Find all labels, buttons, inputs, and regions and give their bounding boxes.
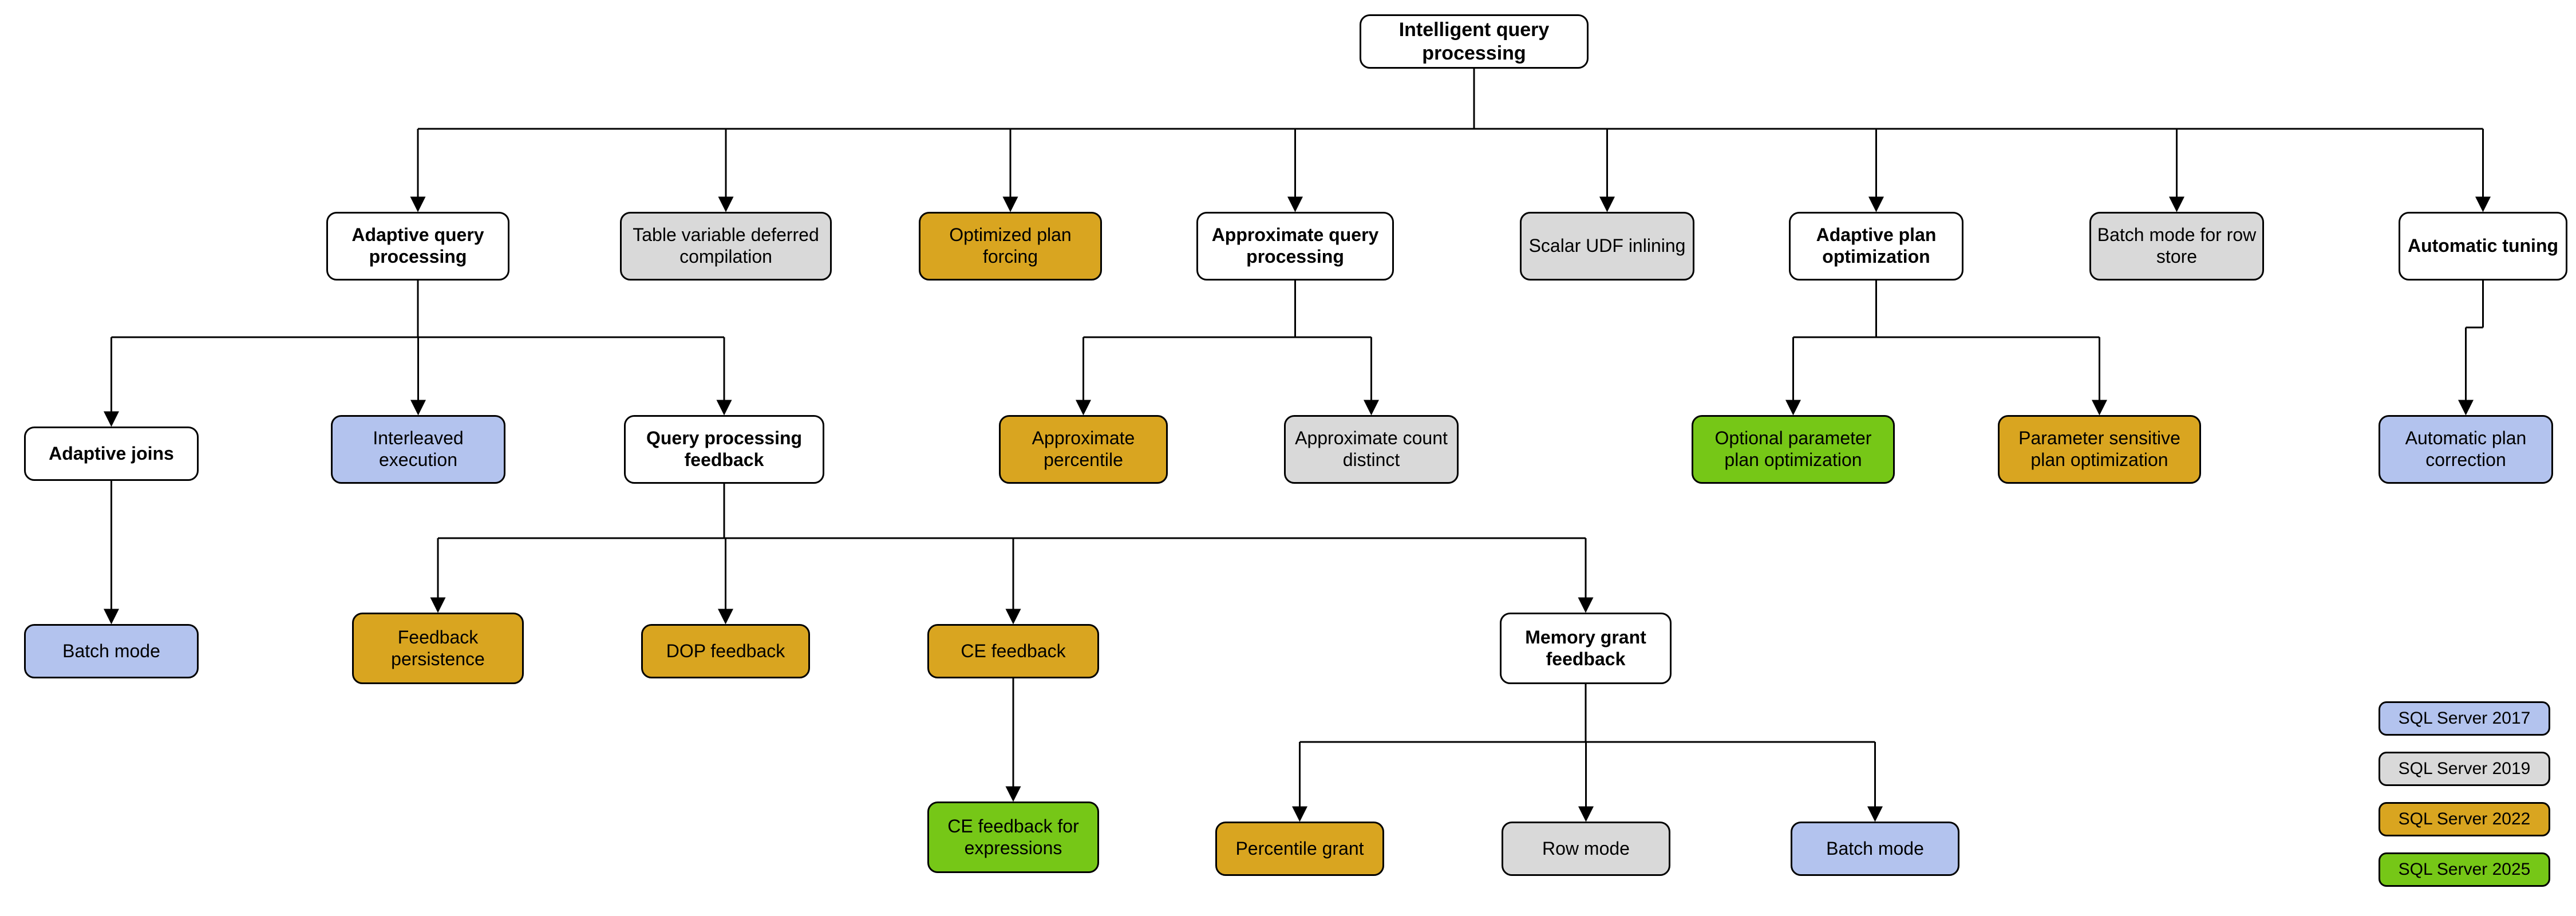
node-label: Intelligent query processing (1398, 19, 1550, 64)
legend-item-label: SQL Server 2022 (2398, 810, 2531, 828)
node-cefb[interactable]: CE feedback (927, 624, 1099, 678)
node-label: DOP feedback (666, 640, 785, 661)
node-acd[interactable]: Approximate count distinct (1284, 415, 1459, 484)
node-oppo[interactable]: Optional parameter plan optimization (1692, 415, 1895, 484)
node-apc[interactable]: Automatic plan correction (2379, 415, 2553, 484)
node-dopfb[interactable]: DOP feedback (641, 624, 810, 678)
node-label: Feedback persistence (391, 626, 485, 669)
node-label: Interleaved execution (373, 428, 464, 470)
legend-item-sql-server-2019[interactable]: SQL Server 2019 (2379, 752, 2550, 786)
legend-item-label: SQL Server 2019 (2398, 759, 2531, 778)
node-label: Percentile grant (1235, 838, 1364, 859)
node-label: Batch mode for row store (2097, 224, 2257, 267)
node-ilex[interactable]: Interleaved execution (331, 415, 505, 484)
node-label: Approximate percentile (1032, 428, 1135, 470)
node-label: Adaptive joins (49, 443, 174, 464)
legend-item-sql-server-2022[interactable]: SQL Server 2022 (2379, 802, 2550, 836)
node-label: Automatic tuning (2407, 235, 2559, 256)
legend-item-label: SQL Server 2025 (2398, 860, 2531, 879)
node-apct[interactable]: Approximate percentile (999, 415, 1168, 484)
node-bmode1[interactable]: Batch mode (24, 624, 199, 678)
node-label: Automatic plan correction (2405, 428, 2527, 470)
node-label: Adaptive plan optimization (1816, 224, 1937, 267)
node-label: Row mode (1542, 838, 1630, 859)
node-bmode2[interactable]: Batch mode (1791, 822, 1959, 876)
node-label: Approximate query processing (1211, 224, 1379, 267)
legend-item-sql-server-2025[interactable]: SQL Server 2025 (2379, 852, 2550, 887)
node-label: CE feedback (961, 640, 1066, 661)
node-pgrant[interactable]: Percentile grant (1215, 822, 1384, 876)
node-udf[interactable]: Scalar UDF inlining (1520, 212, 1694, 281)
node-opf[interactable]: Optimized plan forcing (919, 212, 1102, 281)
node-mgf[interactable]: Memory grant feedback (1500, 613, 1672, 684)
node-root[interactable]: Intelligent query processing (1360, 14, 1589, 69)
node-label: CE feedback for expressions (947, 815, 1079, 858)
node-pspo[interactable]: Parameter sensitive plan optimization (1998, 415, 2201, 484)
node-label: Parameter sensitive plan optimization (2018, 428, 2180, 470)
node-label: Approximate count distinct (1295, 428, 1448, 470)
node-label: Optimized plan forcing (949, 224, 1072, 267)
node-label: Batch mode (62, 640, 160, 661)
node-label: Adaptive query processing (351, 224, 484, 267)
node-aqp[interactable]: Adaptive query processing (326, 212, 509, 281)
node-label: Optional parameter plan optimization (1714, 428, 1872, 470)
node-rowm[interactable]: Row mode (1502, 822, 1670, 876)
node-fbper[interactable]: Feedback persistence (352, 613, 524, 684)
node-qpf[interactable]: Query processing feedback (624, 415, 824, 484)
node-label: Memory grant feedback (1525, 626, 1646, 669)
node-label: Query processing feedback (646, 428, 803, 470)
node-ajoins[interactable]: Adaptive joins (24, 427, 199, 481)
node-label: Table variable deferred compilation (633, 224, 819, 267)
node-bmrs[interactable]: Batch mode for row store (2089, 212, 2264, 281)
node-approx[interactable]: Approximate query processing (1196, 212, 1394, 281)
legend-item-label: SQL Server 2017 (2398, 709, 2531, 728)
node-tvdc[interactable]: Table variable deferred compilation (620, 212, 832, 281)
node-label: Batch mode (1826, 838, 1924, 859)
node-label: Scalar UDF inlining (1528, 235, 1686, 256)
node-autot[interactable]: Automatic tuning (2399, 212, 2567, 281)
node-cefbx[interactable]: CE feedback for expressions (927, 802, 1099, 873)
node-apo[interactable]: Adaptive plan optimization (1789, 212, 1963, 281)
legend-item-sql-server-2017[interactable]: SQL Server 2017 (2379, 701, 2550, 736)
